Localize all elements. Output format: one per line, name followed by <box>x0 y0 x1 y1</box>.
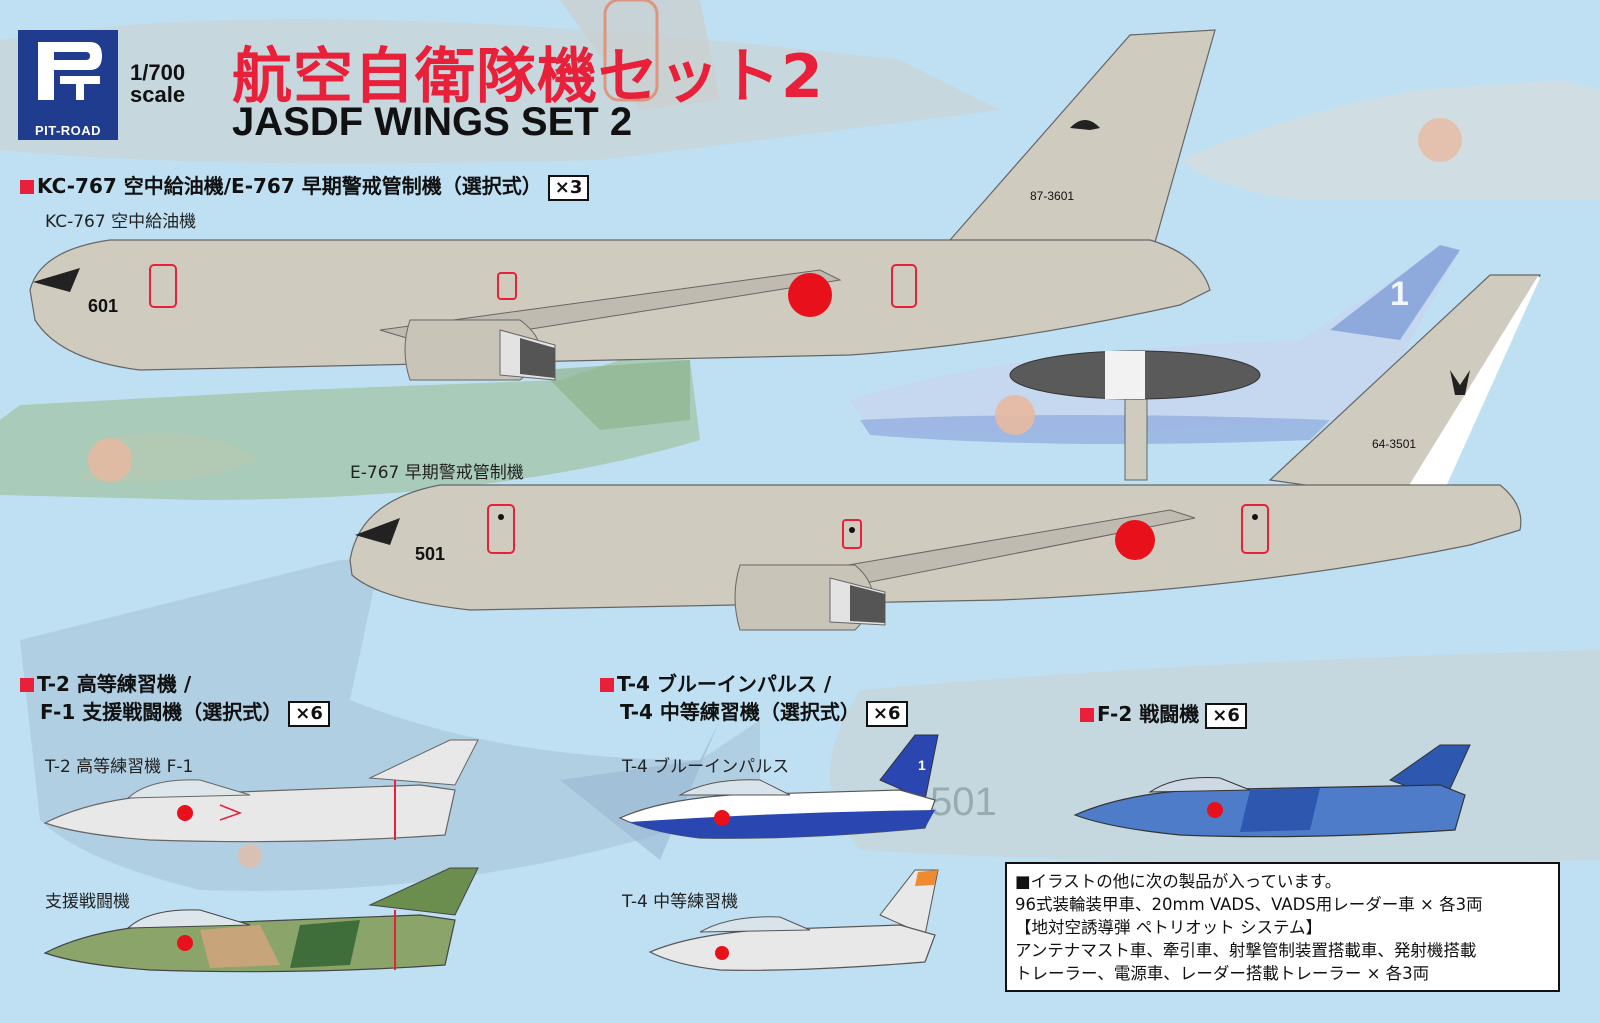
contents-note: ■イラストの他に次の製品が入っています。 96式装輪装甲車、20mm VADS、… <box>1005 862 1560 992</box>
label-t2: T-2 高等練習機 F-1 <box>45 757 194 777</box>
note-line: 96式装輪装甲車、20mm VADS、VADS用レーダー車 × 各3両 <box>1015 895 1483 914</box>
kc767-nose-number: 601 <box>88 296 118 316</box>
section-title-line2: T-4 中等練習機（選択式） <box>620 700 860 724</box>
e767-nose-number: 501 <box>415 544 445 564</box>
title-english: JASDF WINGS SET 2 <box>232 100 633 144</box>
quantity-badge: ×6 <box>288 701 330 727</box>
t2-illustration <box>43 739 479 843</box>
label-e767: E-767 早期警戒管制機 <box>350 463 524 483</box>
section-title: F-2 戦闘機 <box>1097 702 1200 726</box>
scale-label: 1/700 scale <box>130 62 185 106</box>
section-f2: F-2 戦闘機×6 <box>1080 698 1247 729</box>
section-title-line1: T-2 高等練習機 / <box>37 672 192 696</box>
note-line: トレーラー、電源車、レーダー搭載トレーラー × 各3両 <box>1015 964 1430 983</box>
f2-illustration <box>1073 744 1471 838</box>
pit-road-logo-mark <box>38 42 102 100</box>
pit-road-logo: PIT-ROAD <box>18 30 118 140</box>
label-t4: T-4 中等練習機 <box>622 892 739 912</box>
f1-illustration <box>43 867 479 973</box>
quantity-badge: ×6 <box>865 701 908 727</box>
section-bullet <box>1080 708 1094 722</box>
section-title-line1: T-4 ブルーインパルス / <box>617 672 832 696</box>
section-kc767-e767: KC-767 空中給油機/E-767 早期警戒管制機（選択式）×3 <box>20 170 590 201</box>
kc767-tail-number: 87-3601 <box>1030 189 1074 203</box>
e767-illustration: 501 64-3501 <box>349 274 1542 631</box>
section-bullet <box>20 180 34 194</box>
note-line: ■イラストの他に次の製品が入っています。 <box>1015 872 1342 891</box>
t4-blue-impulse-illustration: 1 <box>618 734 939 839</box>
section-bullet <box>20 678 34 692</box>
section-t2-f1: T-2 高等練習機 / F-1 支援戦闘機（選択式）×6 <box>20 670 330 727</box>
brand-name: PIT-ROAD <box>34 123 102 138</box>
label-f1: 支援戦闘機 <box>45 892 130 912</box>
scale-word: scale <box>130 82 186 107</box>
label-kc767: KC-767 空中給油機 <box>45 212 197 232</box>
bg-fuselage-number: 501 <box>930 780 997 824</box>
section-title: KC-767 空中給油機/E-767 早期警戒管制機（選択式） <box>37 174 542 198</box>
note-line: 【地対空誘導弾 ペトリオット システム】 <box>1015 918 1322 937</box>
e767-tail-number: 64-3501 <box>1372 437 1416 451</box>
quantity-badge: ×3 <box>547 175 590 201</box>
kc767-illustration: 601 87-3601 <box>29 29 1216 381</box>
note-line: アンテナマスト車、牽引車、射撃管制装置搭載車、発射機搭載 <box>1015 941 1477 960</box>
title-japanese: 航空自衛隊機セット2 <box>232 42 824 112</box>
scale-ratio: 1/700 <box>130 60 186 85</box>
section-bullet <box>600 678 614 692</box>
bg-tail-number: 1 <box>1390 275 1409 313</box>
quantity-badge: ×6 <box>1205 703 1247 729</box>
t4-blue-tail-number: 1 <box>918 757 926 773</box>
t4-trainer-illustration <box>648 869 939 971</box>
label-t4-blue-impulse: T-4 ブルーインパルス <box>622 757 790 777</box>
section-title-line2: F-1 支援戦闘機（選択式） <box>40 700 283 724</box>
section-t4: T-4 ブルーインパルス / T-4 中等練習機（選択式）×6 <box>600 670 908 727</box>
